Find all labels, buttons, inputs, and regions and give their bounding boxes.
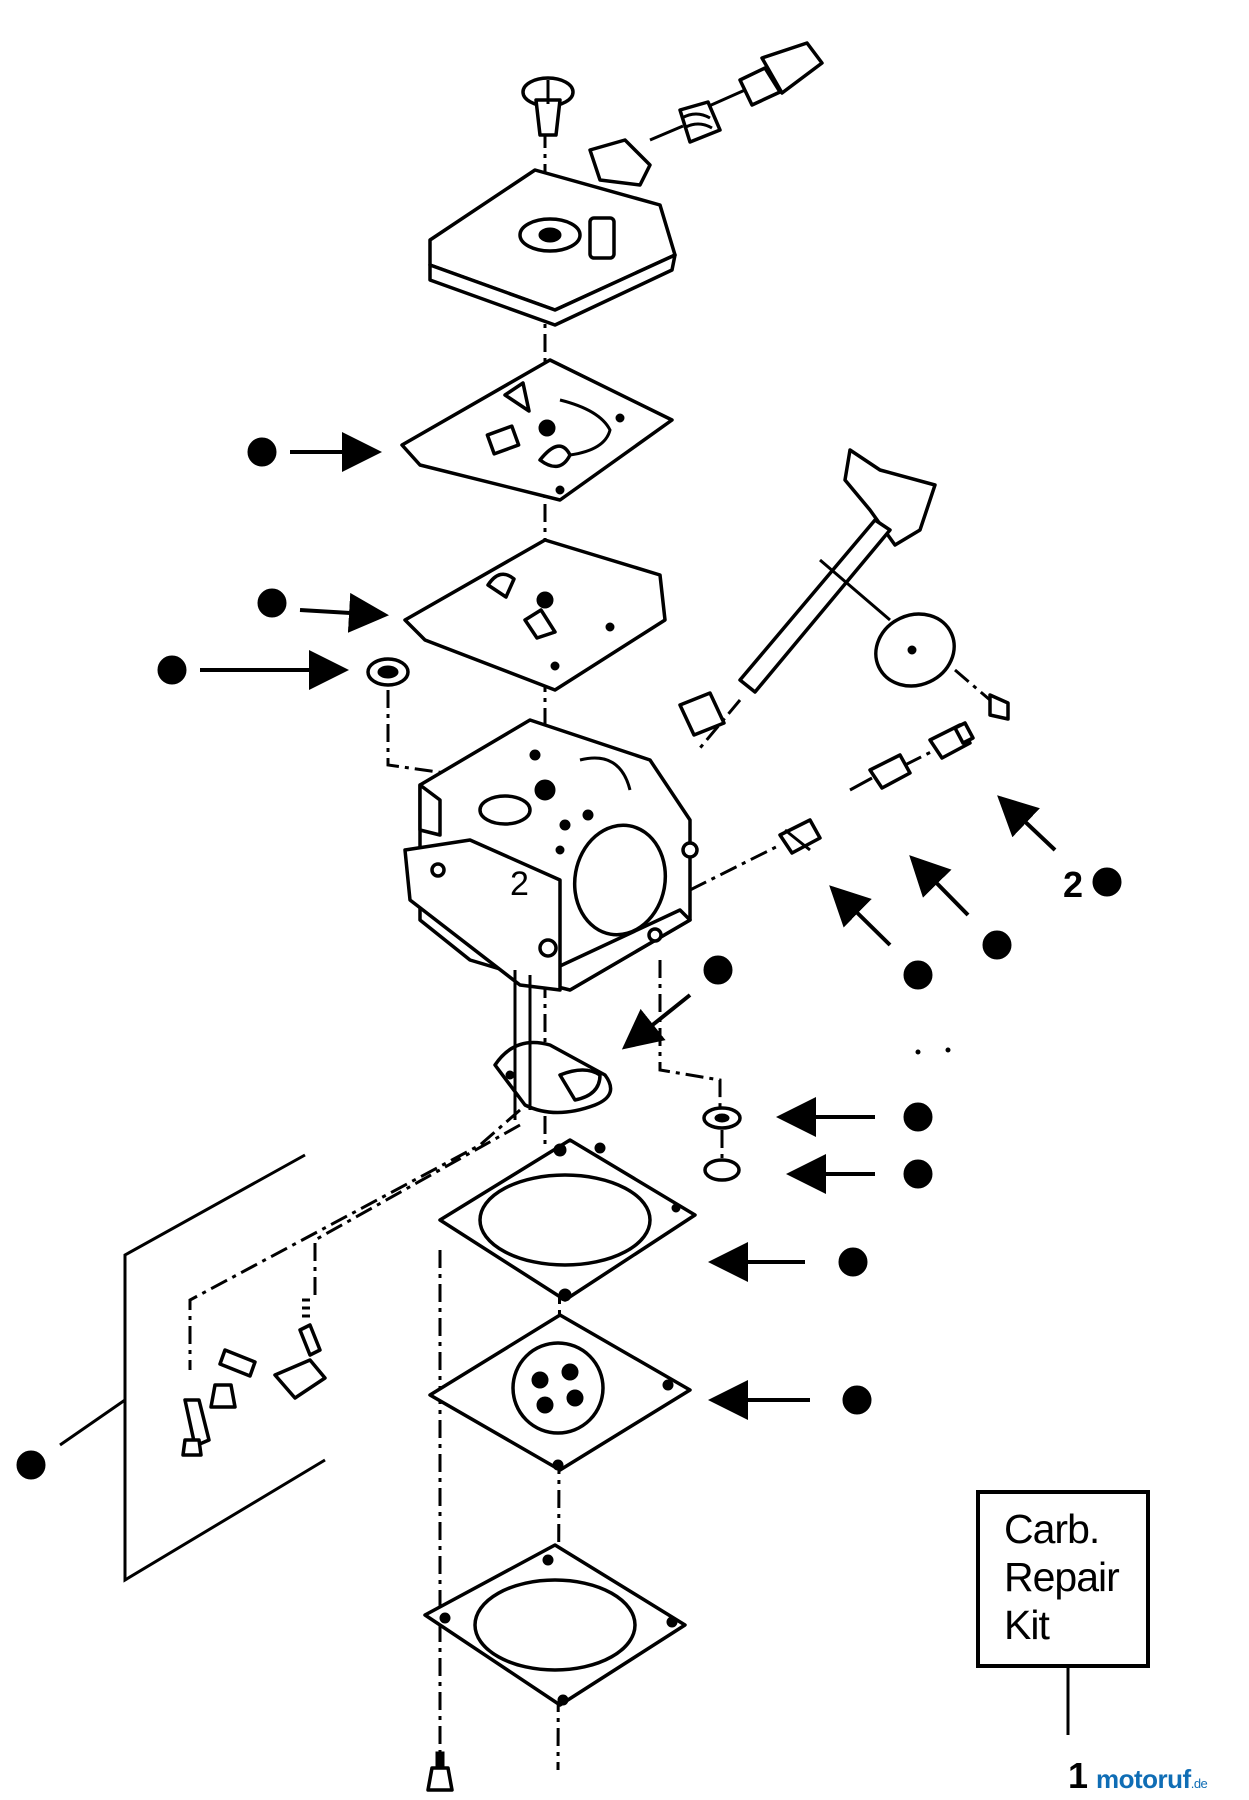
callout-arrows	[59, 432, 1057, 1447]
part-number-2: 2	[1063, 864, 1084, 905]
metering-gasket	[438, 1138, 697, 1302]
fuel-inlet-fitting	[649, 41, 824, 144]
pump-gasket	[400, 358, 674, 502]
metering-cover	[423, 1543, 687, 1707]
callout-dot-9	[838, 1247, 868, 1277]
guide-lines	[188, 960, 722, 1370]
watermark-brand: motoruf	[1096, 1764, 1191, 1794]
callout-dot-10	[842, 1385, 872, 1415]
pump-cover	[428, 138, 677, 327]
callout-dot-8	[903, 1159, 933, 1189]
check-valve-parts	[702, 1106, 742, 1182]
kit-line-2: Repair	[1004, 1554, 1120, 1600]
callout-dot-5	[903, 960, 933, 990]
carburetor-body: 2	[403, 718, 699, 992]
bottom-screw	[426, 1751, 454, 1792]
throttle-shaft	[678, 448, 937, 749]
kit-line-1: Carb.	[1004, 1506, 1100, 1552]
kit-line-3: Kit	[1004, 1602, 1050, 1648]
part-number-1: 1	[1068, 1755, 1089, 1796]
specks	[915, 1047, 951, 1055]
callout-dot-1	[247, 437, 277, 467]
inlet-needle-parts	[181, 1298, 327, 1457]
adjusting-needles	[689, 721, 975, 892]
inlet-lever	[493, 1040, 613, 1115]
top-screw	[521, 76, 575, 137]
carb-repair-kit-label: Carb. Repair Kit	[1004, 1505, 1120, 1649]
callout-dot-11	[16, 1450, 46, 1480]
metering-diaphragm	[428, 1313, 692, 1472]
carb-repair-kit-box	[976, 1490, 1150, 1668]
throttle-valve-plate	[874, 612, 1010, 721]
watermark: motoruf.de	[1096, 1764, 1208, 1795]
callout-dot-2	[257, 588, 287, 618]
callout-dot-7	[903, 1102, 933, 1132]
callout-bullets	[16, 437, 1122, 1480]
watermark-tld: .de	[1190, 1776, 1208, 1791]
callout-dot-part2	[1092, 867, 1122, 897]
callout-dot-3	[157, 655, 187, 685]
body-marking: 2	[510, 865, 529, 903]
callout-dot-4	[982, 930, 1012, 960]
pump-diaphragm	[403, 538, 667, 692]
callout-dot-6	[703, 955, 733, 985]
kit-bracket	[123, 1153, 326, 1583]
